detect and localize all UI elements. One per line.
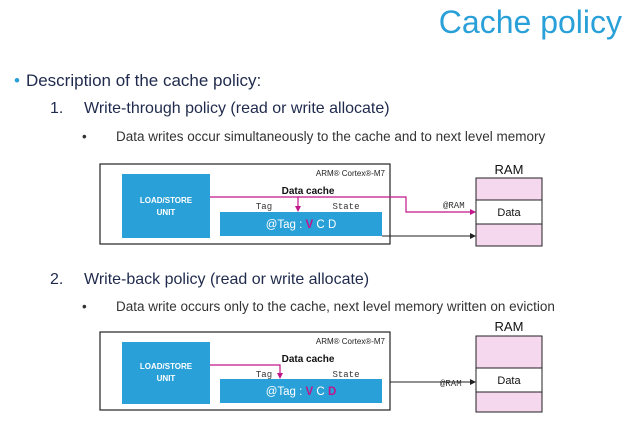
data-cache-title: Data cache bbox=[282, 354, 335, 365]
policy-1-number: 1. bbox=[50, 100, 64, 117]
sub-bullet-icon: • bbox=[82, 299, 87, 314]
cacheable-bit: C bbox=[316, 219, 324, 231]
description-heading: • Description of the cache policy: bbox=[14, 71, 261, 91]
load-store-unit-line2: UNIT bbox=[157, 374, 176, 383]
sub-bullet-icon: • bbox=[82, 129, 87, 144]
cache-line-text: @Tag : V C D bbox=[266, 386, 337, 398]
tag-column-label: Tag bbox=[256, 202, 272, 212]
valid-bit: V bbox=[306, 386, 314, 398]
ram-data-row bbox=[475, 199, 543, 225]
ram-row-top bbox=[475, 177, 543, 201]
cache-line-entry bbox=[220, 212, 382, 236]
state-column-label: State bbox=[332, 370, 359, 380]
policy-2-label: Write-back policy (read or write allocat… bbox=[84, 271, 370, 288]
cache-to-ram-arrowhead bbox=[470, 233, 476, 239]
dirty-bit: D bbox=[328, 386, 336, 398]
write-to-cache-arrowhead bbox=[277, 373, 283, 379]
cache-line-text: @Tag : V C D bbox=[266, 219, 337, 231]
cortex-core-label: ARM® Cortex®-M7 bbox=[316, 337, 386, 346]
load-store-unit bbox=[122, 174, 210, 238]
policy-1-detail-line: • Data writes occur simultaneously to the… bbox=[82, 129, 545, 144]
valid-bit: V bbox=[306, 219, 314, 231]
write-to-ram-arrow bbox=[298, 196, 472, 213]
policy-2-number: 2. bbox=[50, 271, 64, 288]
policy-2-heading: 2. Write-back policy (read or write alloc… bbox=[50, 271, 369, 289]
policy-1-detail: Data writes occur simultaneously to the … bbox=[116, 129, 546, 144]
cache-to-ram-arrowhead bbox=[470, 379, 476, 385]
ram-data-label: Data bbox=[497, 375, 521, 387]
policy-1-heading: 1. Write-through policy (read or write al… bbox=[50, 100, 390, 118]
write-back-diagram: RAM ARM® Cortex®-M7 LOAD/STORE UNIT Data… bbox=[99, 319, 543, 413]
ram-address-label: @RAM bbox=[440, 379, 462, 389]
load-store-unit-line1: LOAD/STORE bbox=[140, 362, 193, 371]
ram-title: RAM bbox=[495, 162, 524, 177]
tag-address-text: @Tag : bbox=[266, 386, 306, 398]
bullet-icon: • bbox=[14, 71, 20, 90]
write-to-cache-arrowhead bbox=[295, 206, 301, 212]
ram-row-bottom bbox=[475, 391, 543, 413]
write-through-diagram: ARM® Cortex®-M7 LOAD/STORE UNIT Data cac… bbox=[99, 162, 543, 247]
policy-1-label: Write-through policy (read or write allo… bbox=[84, 100, 390, 117]
load-store-unit-line2: UNIT bbox=[157, 208, 176, 217]
tag-column-label: Tag bbox=[256, 370, 272, 380]
tag-address-text: @Tag : bbox=[266, 219, 306, 231]
ram-row-top bbox=[475, 335, 543, 369]
write-to-ram-arrowhead bbox=[470, 209, 476, 215]
ram-data-row bbox=[475, 367, 543, 393]
ram-row-bottom bbox=[475, 223, 543, 247]
load-store-unit bbox=[122, 342, 210, 404]
cache-line-entry bbox=[220, 379, 382, 403]
write-to-cache-arrow bbox=[210, 364, 281, 375]
dirty-bit: D bbox=[328, 219, 336, 231]
description-text: Description of the cache policy: bbox=[25, 71, 262, 90]
load-store-unit-line1: LOAD/STORE bbox=[140, 196, 193, 205]
slide-title: Cache policy bbox=[438, 4, 622, 40]
ram-data-label: Data bbox=[497, 207, 521, 219]
policy-2-detail-line: • Data write occurs only to the cache, ne… bbox=[82, 299, 555, 314]
policy-2-detail: Data write occurs only to the cache, nex… bbox=[116, 299, 555, 314]
cacheable-bit: C bbox=[316, 386, 324, 398]
ram-address-label: @RAM bbox=[443, 201, 465, 211]
cortex-core-label: ARM® Cortex®-M7 bbox=[316, 169, 386, 178]
state-column-label: State bbox=[332, 202, 359, 212]
ram-title: RAM bbox=[495, 319, 524, 334]
data-cache-title: Data cache bbox=[282, 186, 335, 197]
